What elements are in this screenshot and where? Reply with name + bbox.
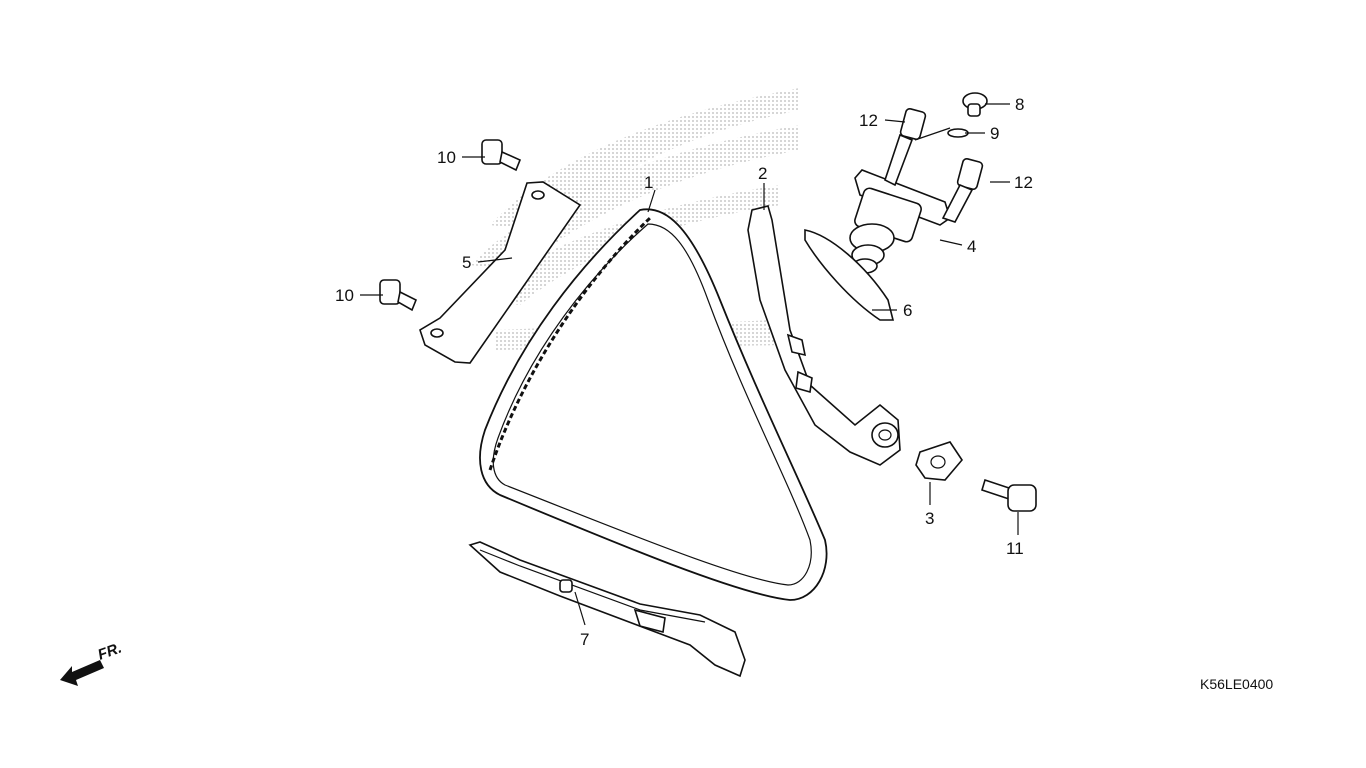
callout-5: 5	[462, 253, 471, 272]
cam-chain-part-1	[479, 208, 828, 601]
callout-2: 2	[758, 164, 767, 183]
callout-11: 11	[1006, 539, 1024, 558]
gasket-part-6	[804, 229, 895, 321]
bolt-part-10-lower	[379, 279, 418, 312]
callout-7: 7	[580, 630, 589, 649]
bolt-part-10-upper	[481, 139, 522, 172]
front-label: FR.	[96, 640, 125, 664]
leader-lines	[360, 103, 1019, 626]
callout-10-lower: 10	[335, 286, 354, 305]
callout-4: 4	[967, 237, 976, 256]
callout-12-upper: 12	[859, 111, 878, 130]
callout-3: 3	[925, 509, 934, 528]
bolt-part-8	[962, 92, 988, 117]
diagram-code: K56LE0400	[1200, 676, 1274, 692]
front-direction-indicator: FR.	[60, 640, 124, 686]
front-arrow-icon	[60, 660, 104, 686]
callout-6: 6	[903, 301, 912, 320]
plate-part-5	[419, 181, 582, 364]
callout-9: 9	[990, 124, 999, 143]
tensioner-arm-part-2	[747, 205, 901, 466]
tensioner-lifter-part-4	[849, 169, 951, 274]
callout-12-right: 12	[1014, 173, 1033, 192]
bolt-part-11	[981, 478, 1037, 512]
callout-labels: 1 2 3 4 5 6 7 8 9 10 10 11 12 12	[335, 95, 1033, 649]
callout-1: 1	[644, 173, 653, 192]
callout-8: 8	[1015, 95, 1024, 114]
bolt-part-12-right	[941, 157, 984, 223]
bolt-part-12-upper	[884, 107, 927, 187]
callout-10-upper: 10	[437, 148, 456, 167]
collar-part-3	[915, 441, 964, 481]
chain-guide-part-7	[468, 541, 746, 678]
